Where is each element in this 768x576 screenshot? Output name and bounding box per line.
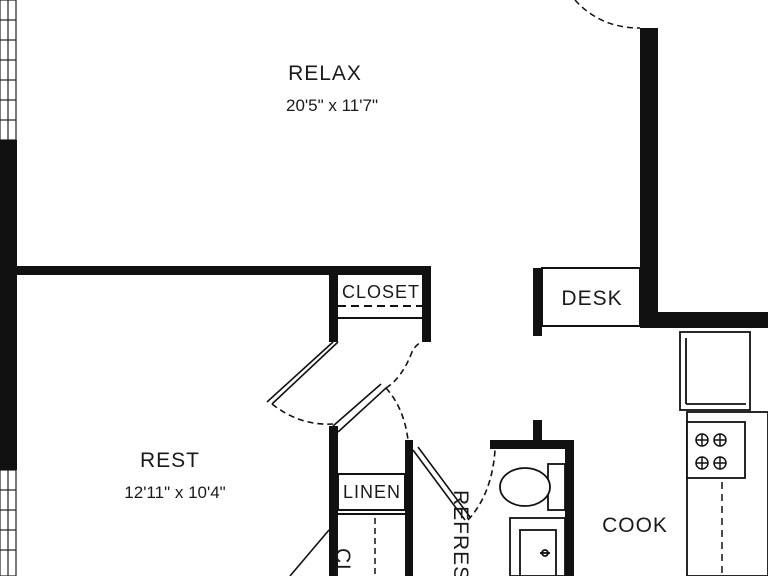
window-lower-left bbox=[0, 469, 17, 576]
linen-shelf bbox=[337, 473, 406, 511]
desk-label: DESK bbox=[561, 287, 622, 310]
desk bbox=[541, 267, 641, 327]
room-label-rest: REST bbox=[140, 449, 200, 472]
lower-closet-door bbox=[289, 529, 330, 576]
refrigerator bbox=[679, 331, 751, 411]
room-dims-rest: 12'11" x 10'4" bbox=[124, 483, 225, 502]
walls bbox=[0, 28, 768, 576]
room-label-cook: COOK bbox=[602, 514, 668, 537]
window-upper-left bbox=[0, 0, 17, 141]
room-dims-relax: 20'5" x 11'7" bbox=[286, 96, 378, 115]
lower-closet-label: CL bbox=[331, 548, 354, 576]
kitchen-counter bbox=[686, 411, 768, 576]
entry-door-swing bbox=[574, 0, 641, 29]
stove-burners bbox=[695, 433, 727, 470]
closet-label: CLOSET bbox=[342, 282, 420, 302]
vanity-sink bbox=[509, 517, 566, 576]
bathroom-door bbox=[412, 446, 496, 521]
linen-label: LINEN bbox=[343, 482, 401, 502]
room-label-relax: RELAX bbox=[288, 62, 362, 85]
room-label-refresh: REFRESH bbox=[449, 490, 472, 576]
closet-doors bbox=[266, 341, 423, 441]
toilet bbox=[499, 463, 566, 511]
closet-frame bbox=[338, 305, 422, 319]
